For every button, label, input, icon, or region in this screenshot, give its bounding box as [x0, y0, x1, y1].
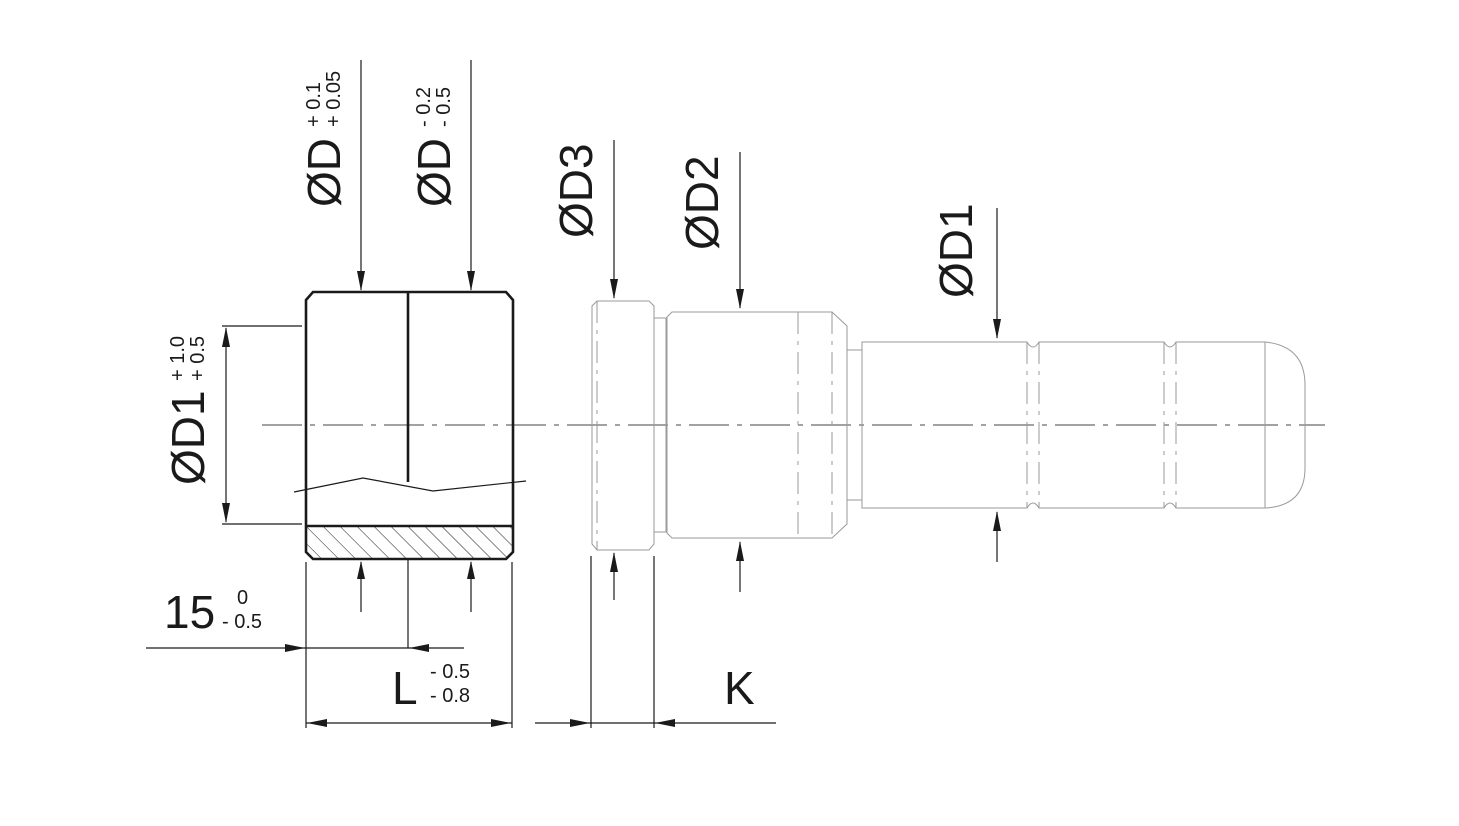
- pin: [591, 300, 1306, 551]
- d3-dimension: [610, 140, 618, 600]
- d1-bushing-dimension: [222, 325, 302, 525]
- bore-tol-upper: + 0.1: [303, 82, 325, 127]
- offset-tol-upper: 0: [237, 587, 248, 609]
- pin-head: [591, 300, 655, 551]
- offset-value: 15: [164, 586, 215, 638]
- outer-tol-lower: - 0.5: [433, 87, 455, 127]
- k-dimension: [535, 556, 776, 728]
- bore-diameter-label: ØD + 0.1 + 0.05: [298, 71, 350, 207]
- length-symbol: L: [392, 662, 418, 714]
- bushing-outline: [304, 290, 515, 561]
- outer-tol-upper: - 0.2: [413, 87, 435, 127]
- pin-neck: [654, 317, 667, 533]
- bore-tol-lower: + 0.05: [323, 71, 345, 127]
- d3-symbol: ØD3: [550, 143, 602, 238]
- length-tol-upper: - 0.5: [430, 661, 470, 683]
- bushing-break-line: [293, 477, 527, 493]
- pin-d2-body: [666, 311, 848, 539]
- k-symbol: K: [724, 662, 755, 714]
- offset-tol-lower: - 0.5: [222, 611, 262, 633]
- d2-symbol: ØD2: [676, 155, 728, 250]
- bore-dimension: [357, 60, 475, 612]
- offset-dimension: [146, 562, 464, 728]
- d1-pin-dimension: [993, 208, 1001, 562]
- bore-symbol: ØD: [298, 138, 350, 207]
- bushing: [293, 290, 527, 648]
- length-dimension: [306, 562, 513, 728]
- d1-bushing-label: ØD1 + 1.0 + 0.5: [162, 336, 214, 485]
- outer-diameter-label: ØD - 0.2 - 0.5: [408, 87, 460, 207]
- d1-tol-upper: + 1.0: [167, 336, 189, 381]
- d1-pin-symbol: ØD1: [930, 203, 982, 298]
- d1-bushing-symbol: ØD1: [162, 390, 214, 485]
- outer-symbol: ØD: [408, 138, 460, 207]
- bushing-section-hatch: [307, 526, 512, 558]
- d2-dimension: [736, 152, 744, 592]
- length-tol-lower: - 0.8: [430, 685, 470, 707]
- d1-tol-lower: + 0.5: [187, 336, 209, 381]
